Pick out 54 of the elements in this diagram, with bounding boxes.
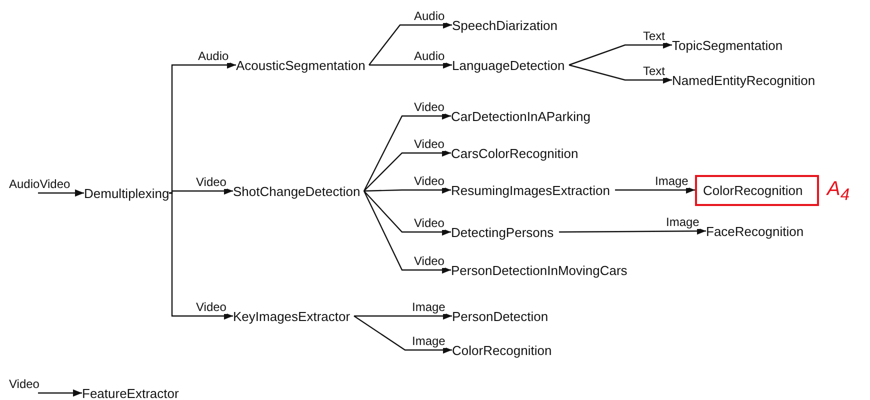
edge-label: Video: [8, 377, 40, 391]
edge-label: Text: [642, 29, 666, 43]
arrow: [364, 149, 451, 192]
node-label: PersonDetectionInMovingCars: [451, 262, 628, 278]
arrow: [354, 312, 452, 320]
edge-label: Image: [654, 174, 690, 188]
arrow: [169, 187, 233, 195]
edge-label: Video: [413, 216, 446, 230]
node-label: SpeechDiarization: [452, 16, 558, 34]
arrow: [169, 192, 233, 320]
edge-label: Image: [411, 300, 446, 314]
arrow: [369, 61, 452, 69]
node-label: ShotChangeDetection: [233, 182, 360, 200]
node-label: FeatureExtractor: [82, 384, 179, 400]
edge-label: Video: [413, 254, 446, 268]
edge-label: Video: [195, 175, 228, 189]
arrow: [364, 186, 451, 194]
node-label: KeyImagesExtractor: [233, 308, 350, 324]
edge-label: Audio: [197, 49, 230, 63]
node-label: AcousticSegmentation: [236, 56, 366, 74]
edge-label: Image: [411, 334, 446, 348]
node-label: Demultiplexing: [84, 184, 170, 202]
edge-label: Audio: [413, 49, 446, 63]
arrow: [38, 389, 82, 397]
edge-label: Video: [413, 100, 446, 114]
edge-label: Video: [413, 137, 446, 151]
node-label: CarDetectionInAParking: [451, 108, 590, 124]
edge-label: Audio: [413, 9, 446, 23]
node-label: LanguageDetection: [452, 56, 565, 74]
node-label: ColorRecognition: [452, 342, 552, 358]
arrow: [364, 190, 451, 236]
node-label: FaceRecognition: [706, 222, 804, 240]
node-label: NamedEntityRecognition: [672, 72, 816, 88]
node-label: TopicSegmentation: [672, 36, 783, 54]
arrow: [568, 41, 672, 66]
node-label: ResumingImagesExtraction: [451, 182, 610, 198]
edge-label: Video: [195, 300, 228, 314]
highlighted-box: ColorRecognition: [695, 174, 819, 206]
arrow: [363, 112, 451, 192]
edge-label: Video: [413, 174, 446, 188]
edge-label: Image: [665, 215, 700, 229]
node-label: CarsColorRecognition: [451, 144, 578, 162]
edge-label: Text: [642, 64, 666, 78]
arrow: [559, 227, 706, 235]
arrow: [568, 64, 672, 84]
node-label: DetectingPersons: [451, 224, 554, 240]
edge-label: AudioVideo: [8, 177, 72, 191]
arrow: [368, 21, 452, 66]
annotation-label: A$_{4}$: [827, 178, 850, 206]
arrow: [354, 316, 452, 354]
arrow: [615, 186, 695, 194]
node-label: PersonDetection: [452, 308, 548, 324]
arrow: [363, 190, 451, 274]
arrow: [38, 189, 84, 197]
